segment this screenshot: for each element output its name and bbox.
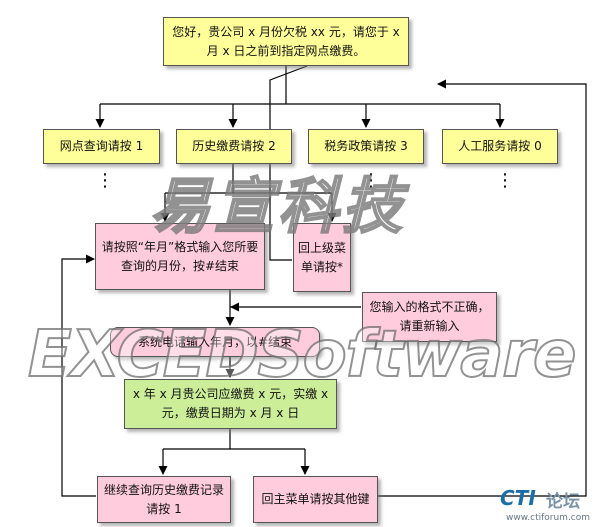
format-error-text: 您输入的格式不正确，请重新输入 xyxy=(369,300,490,333)
option-1-text: 网点查询请按 1 xyxy=(59,139,144,153)
option-2-text: 历史缴费请按 2 xyxy=(192,139,276,153)
option-3-text: 税务政策请按 3 xyxy=(324,139,408,153)
footer-logo-cti: CTI xyxy=(500,486,536,510)
back-menu-box: 回上级菜单请按* xyxy=(293,223,351,292)
top-notice-box: 您好，贵公司 x 月份欠税 xx 元，请您于 x 月 x 日之前到指定网点缴费。 xyxy=(163,17,409,66)
footer-logo-cn: 论坛 xyxy=(546,492,580,512)
system-input-text: 系统电话输入年月，以#结束 xyxy=(137,334,293,349)
top-notice-text: 您好，贵公司 x 月份欠税 xx 元，请您于 x 月 x 日之前到指定网点缴费。 xyxy=(172,24,400,58)
system-input-box: 系统电话输入年月，以#结束 xyxy=(110,327,320,357)
option-4-box: 人工服务请按 0 xyxy=(442,129,558,164)
format-error-box: 您输入的格式不正确，请重新输入 xyxy=(362,292,497,342)
arrow-head-error xyxy=(230,302,239,312)
continuation-dots-3: ⋮ xyxy=(362,170,380,191)
continuation-dots-1: ⋮ xyxy=(96,170,114,191)
result-text: x 年 x 月贵公司应缴费 x 元，实缴 x 元，缴费日期为 x 月 x 日 xyxy=(132,387,329,420)
input-month-text: 请按照“年月”格式输入您所要查询的月份，按#结束 xyxy=(101,239,259,273)
arrow-continue-to-input xyxy=(61,254,96,497)
input-month-box: 请按照“年月”格式输入您所要查询的月份，按#结束 xyxy=(95,223,265,290)
back-menu-text: 回上级菜单请按* xyxy=(298,240,347,274)
main-menu-text: 回主菜单请按其他键 xyxy=(261,492,370,506)
arrow-main-menu-to-top xyxy=(378,79,587,497)
main-menu-box: 回主菜单请按其他键 xyxy=(253,476,378,523)
connector-back-to-top xyxy=(269,65,308,261)
continue-query-text: 继续查询历史缴费记录请按 1 xyxy=(103,482,224,516)
footer-logo: CTI 论坛 www.ctiforum.com xyxy=(500,486,608,526)
option-4-text: 人工服务请按 0 xyxy=(458,139,542,153)
option-1-box: 网点查询请按 1 xyxy=(43,129,160,164)
footer-url: www.ctiforum.com xyxy=(506,513,591,523)
continuation-dots-4: ⋮ xyxy=(496,170,514,191)
option-3-box: 税务政策请按 3 xyxy=(308,129,424,164)
continue-query-box: 继续查询历史缴费记录请按 1 xyxy=(97,476,231,523)
result-box: x 年 x 月贵公司应缴费 x 元，实缴 x 元，缴费日期为 x 月 x 日 xyxy=(124,379,337,429)
option-2-box: 历史缴费请按 2 xyxy=(176,129,292,164)
